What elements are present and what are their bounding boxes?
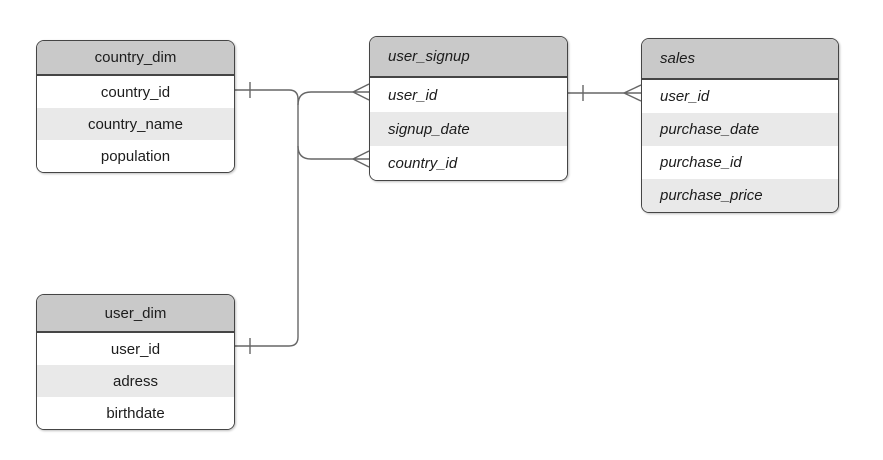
field-name: purchase_date bbox=[660, 121, 760, 138]
table-sales[interactable]: sales user_id purchase_date purchase_id … bbox=[641, 38, 839, 213]
connector-user_dim-user_signup[interactable] bbox=[297, 83, 370, 106]
table-user_dim[interactable]: user_dim user_id adress birthdate bbox=[36, 294, 235, 430]
field-name: country_id bbox=[100, 83, 171, 101]
field-name: purchase_price bbox=[660, 187, 763, 204]
table-user_signup[interactable]: user_signup user_id signup_date country_… bbox=[369, 36, 568, 181]
field-row[interactable]: user_id bbox=[370, 78, 567, 112]
field-name: signup_date bbox=[388, 120, 470, 138]
table-header[interactable]: sales bbox=[642, 39, 838, 80]
field-row[interactable]: user_id bbox=[642, 80, 838, 113]
connector-user_signup-sales[interactable] bbox=[566, 84, 642, 102]
table-country_dim[interactable]: country_dim country_id country_name popu… bbox=[36, 40, 235, 173]
field-row[interactable]: user_id bbox=[37, 333, 234, 365]
branch-line bbox=[297, 91, 353, 106]
crow-foot-many-icon bbox=[622, 84, 642, 102]
field-row[interactable]: country_id bbox=[370, 146, 567, 180]
field-name: birthdate bbox=[106, 404, 165, 422]
table-title: country_dim bbox=[94, 49, 177, 66]
field-name: user_id bbox=[660, 88, 710, 105]
bus-line bbox=[233, 89, 299, 347]
field-row[interactable]: purchase_id bbox=[642, 146, 838, 179]
table-title: user_signup bbox=[388, 48, 470, 65]
field-row[interactable]: purchase_price bbox=[642, 179, 838, 212]
table-title: sales bbox=[660, 50, 696, 67]
field-row[interactable]: country_name bbox=[37, 108, 234, 140]
crow-foot-many-icon bbox=[351, 83, 370, 101]
crow-foot-many-icon bbox=[351, 150, 370, 168]
field-name: population bbox=[100, 147, 171, 165]
table-header[interactable]: user_dim bbox=[37, 295, 234, 333]
field-name: country_id bbox=[388, 154, 458, 172]
field-name: user_id bbox=[110, 340, 161, 358]
field-row[interactable]: population bbox=[37, 140, 234, 172]
field-name: user_id bbox=[388, 86, 438, 104]
field-row[interactable]: signup_date bbox=[370, 112, 567, 146]
field-name: adress bbox=[112, 372, 159, 390]
field-row[interactable]: adress bbox=[37, 365, 234, 397]
field-name: country_name bbox=[87, 115, 184, 133]
field-row[interactable]: country_id bbox=[37, 76, 234, 108]
field-name: purchase_id bbox=[660, 154, 742, 171]
table-title: user_dim bbox=[104, 304, 167, 322]
field-row[interactable]: birthdate bbox=[37, 397, 234, 429]
connector-country_dim-user_signup[interactable] bbox=[297, 145, 370, 168]
connector-dim-tables-bus[interactable] bbox=[233, 82, 299, 354]
branch-line bbox=[297, 145, 353, 160]
field-row[interactable]: purchase_date bbox=[642, 113, 838, 146]
table-header[interactable]: user_signup bbox=[370, 37, 567, 78]
table-header[interactable]: country_dim bbox=[37, 41, 234, 76]
